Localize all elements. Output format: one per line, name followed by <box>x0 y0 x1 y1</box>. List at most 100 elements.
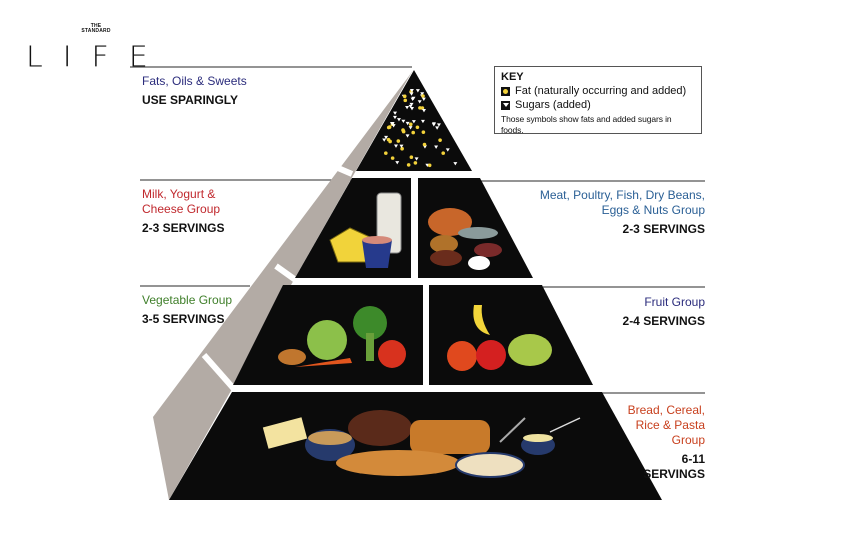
group-name: Group <box>671 433 705 447</box>
fish <box>458 227 498 239</box>
label-bread: Bread, Cereal, Rice & Pasta Group 6-11 S… <box>628 403 705 482</box>
yogurt-cup <box>362 240 392 268</box>
sugar-symbol <box>382 138 387 142</box>
fat-symbol <box>387 125 392 129</box>
sugar-symbol <box>445 148 450 152</box>
fat-symbol <box>400 146 404 151</box>
sugar-symbol <box>411 120 416 124</box>
sugar-symbol <box>410 107 415 111</box>
fat-symbol <box>422 142 427 147</box>
sugar-symbol <box>414 157 419 161</box>
sugar-symbol <box>405 121 410 126</box>
servings: 2-4 SERVINGS <box>622 314 705 328</box>
sugar-symbol <box>421 109 426 113</box>
bread-group-foods <box>262 410 581 478</box>
servings: 6-11 <box>681 452 705 466</box>
servings: SERVINGS <box>643 467 705 481</box>
group-name: Vegetable Group <box>142 293 233 307</box>
fat-symbol <box>406 163 411 167</box>
label-milk: Milk, Yogurt & Cheese Group 2-3 SERVINGS <box>142 187 224 236</box>
fat-symbol <box>413 161 418 165</box>
sugar-symbol <box>392 115 397 120</box>
sugar-symbol <box>409 92 414 96</box>
label-meat: Meat, Poultry, Fish, Dry Beans, Eggs & N… <box>540 188 705 237</box>
sugar-symbol <box>396 118 401 122</box>
sugar-symbol <box>384 135 389 140</box>
fat-symbol <box>408 122 413 127</box>
sugar-symbol <box>394 144 399 148</box>
label-fats: Fats, Oils & Sweets USE SPARINGLY <box>142 74 247 108</box>
fat-symbol <box>390 156 395 160</box>
group-name: Eggs & Nuts Group <box>601 203 705 217</box>
broccoli <box>353 306 387 340</box>
meat-group-foods <box>428 208 502 270</box>
banana <box>473 305 490 335</box>
milk-group-foods <box>329 192 402 268</box>
group-name: Milk, Yogurt & <box>142 187 216 201</box>
sugar-symbol <box>436 123 441 127</box>
pasta-plate <box>455 452 525 478</box>
sugar-symbol <box>431 122 436 126</box>
fat-symbol <box>427 163 432 168</box>
label-fruit: Fruit Group 2-4 SERVINGS <box>623 295 705 329</box>
beans <box>430 250 462 266</box>
bread-loaf <box>410 420 490 454</box>
key-note: Those symbols show fats and added sugars… <box>501 114 672 135</box>
sugar-symbol <box>415 89 420 93</box>
fat-symbol <box>409 155 414 159</box>
key-sugar-label: Sugars (added) <box>515 99 591 111</box>
sugar-symbol <box>408 104 413 109</box>
sugar-symbol <box>409 102 414 107</box>
key-sugar-row: Sugars (added) <box>501 98 695 112</box>
sugar-symbol <box>420 92 425 96</box>
sugar-symbol <box>399 144 404 148</box>
sugar-symbol <box>453 162 458 166</box>
fat-symbol <box>421 94 425 98</box>
key-fat-row: Fat (naturally occurring and added) <box>501 84 695 98</box>
sugar-triangle-icon <box>501 100 510 110</box>
group-name: Meat, Poultry, Fish, Dry Beans, <box>539 188 705 202</box>
sugar-symbol <box>405 106 410 110</box>
dark-bread <box>348 410 412 446</box>
label-vegetable: Vegetable Group 3-5 SERVINGS <box>142 293 232 327</box>
fat-symbol <box>415 125 420 130</box>
sugar-symbol <box>409 89 414 93</box>
tomato <box>378 340 406 368</box>
sugar-symbol <box>389 121 394 126</box>
servings: 3-5 SERVINGS <box>142 312 225 326</box>
sugar-symbol <box>411 96 416 101</box>
fat-symbol <box>403 98 408 103</box>
fat-symbol <box>402 94 407 99</box>
key-fat-label: Fat (naturally occurring and added) <box>515 85 687 97</box>
fruit-group-foods <box>447 305 552 371</box>
fat-symbol <box>396 139 401 143</box>
fat-symbol <box>384 151 388 155</box>
fat-symbol <box>421 130 426 134</box>
crackers <box>262 417 308 449</box>
fat-symbol <box>438 138 442 142</box>
french-bread <box>336 450 460 476</box>
egg <box>468 256 490 270</box>
servings: 2-3 SERVINGS <box>622 222 705 236</box>
logo-life: LIFE <box>26 40 168 75</box>
sugar-symbol <box>408 126 413 130</box>
carrot <box>295 358 352 367</box>
sugar-symbol <box>391 124 396 128</box>
nuts <box>430 235 458 253</box>
group-name: Fats, Oils & Sweets <box>142 74 247 88</box>
key-title: KEY <box>501 71 524 83</box>
sugar-symbol <box>395 161 400 165</box>
fat-symbol <box>420 106 425 110</box>
sugar-symbol <box>434 145 439 149</box>
potato <box>278 349 306 365</box>
chicken <box>428 208 472 236</box>
servings: 2-3 SERVINGS <box>142 221 225 235</box>
group-name: Fruit Group <box>644 295 705 309</box>
group-name: Cheese Group <box>142 202 221 216</box>
sugar-symbol <box>435 126 440 130</box>
group-name: Bread, Cereal, <box>627 403 705 417</box>
fat-sugar-symbols <box>382 89 458 168</box>
panel-fruit-group <box>429 285 593 385</box>
sugar-symbol <box>405 134 410 138</box>
sugar-symbol <box>420 119 425 124</box>
